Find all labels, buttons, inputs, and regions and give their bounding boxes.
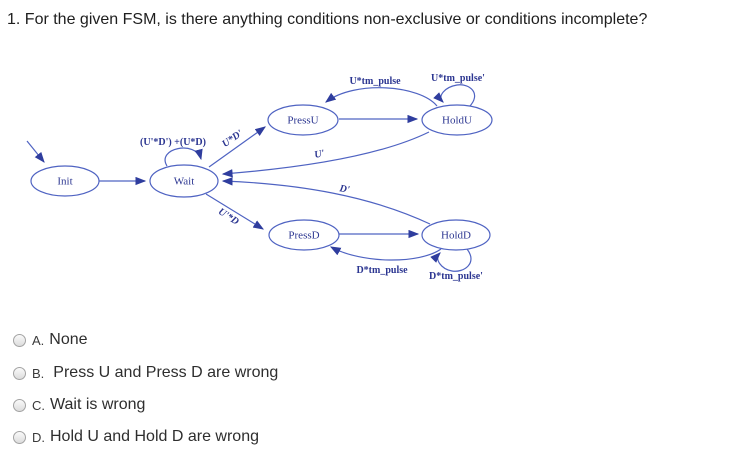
label-holdd-to-pressd: D*tm_pulse bbox=[356, 265, 408, 276]
radio-option-a[interactable] bbox=[13, 333, 26, 347]
option-letter: B. bbox=[32, 365, 45, 381]
option-letter: A. bbox=[32, 332, 45, 348]
state-pressu bbox=[267, 104, 339, 136]
edge-holdu-to-pressu bbox=[325, 87, 438, 107]
state-pressd-label: PressD bbox=[288, 230, 319, 242]
option-row-d[interactable]: D. Hold U and Hold D are wrong bbox=[13, 428, 259, 446]
label-holdd-to-wait: D' bbox=[338, 183, 351, 196]
radio-option-d[interactable] bbox=[13, 430, 26, 444]
radio-option-c[interactable] bbox=[13, 398, 26, 412]
edge-wait-to-pressd bbox=[205, 193, 265, 230]
edge-holdu-to-wait bbox=[221, 131, 430, 178]
state-wait bbox=[149, 164, 219, 198]
label-holdd-self: D*tm_pulse' bbox=[429, 271, 483, 282]
fsm-diagram: Init Wait PressU HoldU PressD HoldD (U'*… bbox=[26, 73, 493, 282]
option-row-a[interactable]: A. None bbox=[13, 331, 88, 349]
edge-wait-to-pressu bbox=[208, 126, 266, 168]
label-wait-self: (U'*D') +(U*D) bbox=[140, 137, 206, 148]
state-holdu bbox=[421, 104, 493, 136]
edge-holdu-self-loop bbox=[433, 84, 476, 108]
option-text: Press U and Press D are wrong bbox=[53, 364, 279, 381]
question-title: 1. For the given FSM, is there anything … bbox=[7, 11, 648, 28]
edge-wait-self-loop bbox=[164, 147, 203, 167]
state-holdu-label: HoldU bbox=[442, 115, 472, 127]
state-init bbox=[30, 165, 100, 197]
state-pressu-label: PressU bbox=[287, 115, 318, 127]
option-row-c[interactable]: C. Wait is wrong bbox=[13, 396, 145, 414]
state-wait-label: Wait bbox=[174, 176, 195, 188]
option-letter: D. bbox=[32, 429, 45, 445]
state-init-label: Init bbox=[57, 176, 72, 188]
start-arrow bbox=[26, 140, 45, 163]
option-text: Hold U and Hold D are wrong bbox=[50, 428, 259, 445]
option-letter: C. bbox=[32, 397, 45, 413]
edge-holdd-self-loop bbox=[430, 248, 472, 272]
label-holdu-self: U*tm_pulse' bbox=[431, 73, 485, 84]
label-holdu-to-wait: U' bbox=[313, 148, 325, 161]
option-text: None bbox=[49, 331, 88, 348]
state-pressd bbox=[268, 219, 340, 251]
label-holdu-to-pressu: U*tm_pulse bbox=[349, 76, 401, 87]
option-text: Wait is wrong bbox=[50, 396, 146, 413]
option-row-b[interactable]: B. Press U and Press D are wrong bbox=[13, 364, 278, 382]
state-holdd-label: HoldD bbox=[441, 230, 471, 242]
edge-holdd-to-wait bbox=[221, 177, 431, 225]
state-holdd bbox=[421, 219, 491, 251]
radio-option-b[interactable] bbox=[13, 366, 26, 380]
